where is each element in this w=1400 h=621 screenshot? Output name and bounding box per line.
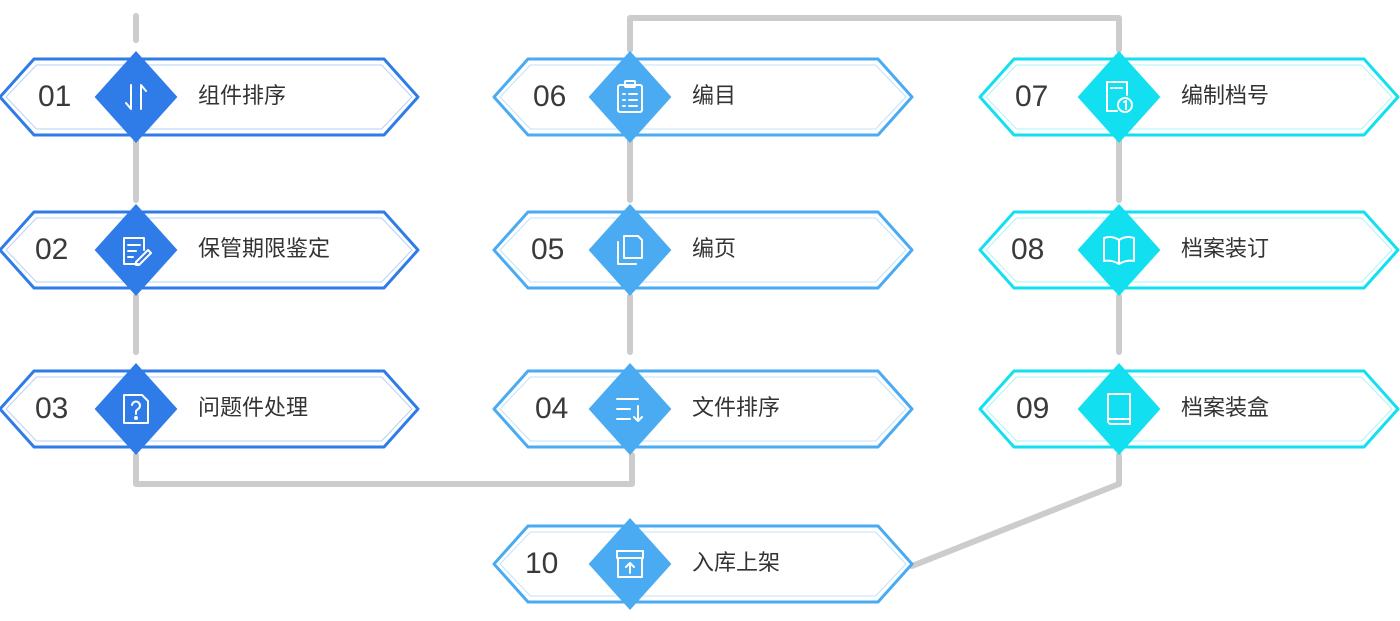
step-card-inner-outline [499, 217, 907, 283]
step-card-outline [978, 369, 1400, 449]
step-diamond-badge [588, 51, 672, 143]
copy-pages-icon [617, 235, 643, 265]
connector-09-10 [909, 452, 1122, 569]
step-card-02 [0, 204, 420, 296]
step-number: 03 [35, 392, 69, 425]
step-diamond-badge [1077, 51, 1161, 143]
connector-lines [133, 13, 1122, 569]
step-cards [0, 51, 1400, 610]
step-label: 编页 [692, 237, 737, 262]
step-number: 01 [38, 80, 72, 113]
step-diamond-badge [94, 51, 178, 143]
step-card-07 [978, 51, 1400, 143]
step-card-outline [492, 524, 914, 604]
step-card-08 [978, 204, 1400, 296]
connector-03-04 [133, 452, 635, 487]
step-number: 06 [533, 80, 567, 113]
step-label: 编制档号 [1181, 84, 1270, 109]
step-card-inner-outline [499, 376, 907, 442]
step-card-inner-outline [499, 531, 907, 597]
step-card-outline [492, 210, 914, 290]
step-card-outline [978, 57, 1400, 137]
step-card-outline [0, 210, 420, 290]
clipboard-list-icon [617, 80, 643, 113]
step-card-inner-outline [5, 64, 413, 130]
step-card-outline [978, 210, 1400, 290]
numbered-document-icon [1106, 81, 1133, 113]
step-number: 09 [1016, 392, 1050, 425]
step-label: 问题件处理 [198, 396, 309, 421]
step-card-01 [0, 51, 420, 143]
step-card-outline [492, 369, 914, 449]
step-card-inner-outline [985, 64, 1393, 130]
step-label: 入库上架 [692, 551, 781, 576]
step-number: 10 [525, 547, 559, 580]
connector-06-07 [627, 15, 1122, 53]
step-card-inner-outline [5, 376, 413, 442]
archive-box-upload-icon [616, 550, 644, 578]
document-edit-icon [123, 237, 152, 266]
list-sort-icon [616, 398, 643, 422]
step-label: 组件排序 [198, 84, 287, 109]
step-card-05 [492, 204, 914, 296]
step-card-outline [0, 369, 420, 449]
step-card-inner-outline [985, 217, 1393, 283]
step-card-inner-outline [5, 217, 413, 283]
step-number: 08 [1011, 233, 1045, 266]
step-card-inner-outline [985, 376, 1393, 442]
step-label: 文件排序 [692, 396, 781, 421]
step-card-10 [492, 518, 914, 610]
step-number: 04 [535, 392, 569, 425]
step-diamond-badge [94, 363, 178, 455]
step-card-04 [492, 363, 914, 455]
step-number: 02 [35, 233, 69, 266]
step-card-09 [978, 363, 1400, 455]
question-document-icon [123, 394, 149, 424]
book-box-icon [1107, 393, 1131, 425]
step-label: 档案装订 [1181, 237, 1270, 262]
sort-arrows-icon [125, 84, 147, 110]
step-label: 编目 [692, 84, 737, 109]
step-card-06 [492, 51, 914, 143]
step-card-03 [0, 363, 420, 455]
step-card-outline [492, 57, 914, 137]
step-label: 档案装盒 [1181, 396, 1270, 421]
step-label: 保管期限鉴定 [198, 237, 331, 262]
open-book-icon [1103, 236, 1135, 265]
step-card-inner-outline [499, 64, 907, 130]
step-diamond-badge [1077, 363, 1161, 455]
step-card-outline [0, 57, 420, 137]
step-number: 07 [1015, 80, 1049, 113]
step-number: 05 [531, 233, 565, 266]
step-diamond-badge [588, 204, 672, 296]
